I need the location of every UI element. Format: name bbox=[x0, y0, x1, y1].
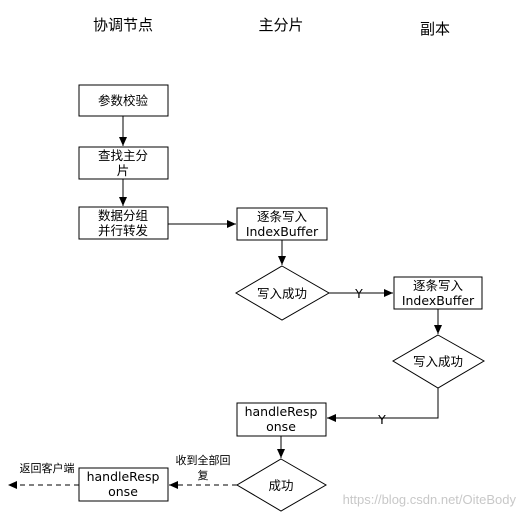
node-forward-line2: 并行转发 bbox=[98, 223, 149, 238]
node-forward-line1: 数据分组 bbox=[98, 208, 148, 223]
node-replica-write-line2: IndexBuffer bbox=[402, 293, 475, 308]
edge-replica-success-back bbox=[327, 388, 439, 422]
node-primary-response-line1: handleResp bbox=[245, 404, 318, 419]
node-replica-success: 写入成功 bbox=[392, 334, 486, 389]
node-primary-success: 写入成功 bbox=[235, 265, 331, 321]
node-replica-success-label: 写入成功 bbox=[413, 354, 463, 369]
node-forward: 数据分组 并行转发 bbox=[78, 206, 169, 240]
edge-label-y-back: Y bbox=[377, 412, 386, 427]
header-primary-shard: 主分片 bbox=[258, 16, 303, 34]
node-primary-write: 逐条写入 IndexBuffer bbox=[236, 207, 328, 241]
node-all-success-label: 成功 bbox=[268, 478, 293, 493]
node-coord-response: handleResp onse bbox=[78, 467, 169, 502]
node-primary-write-line1: 逐条写入 bbox=[257, 209, 308, 224]
node-all-success: 成功 bbox=[236, 458, 327, 512]
node-replica-write-line1: 逐条写入 bbox=[413, 278, 464, 293]
edge-label-return-client: 返回客户端 bbox=[20, 461, 75, 475]
node-find-primary-line2: 片 bbox=[117, 163, 130, 178]
node-coord-response-line1: handleResp bbox=[87, 469, 160, 484]
node-find-primary: 查找主分 片 bbox=[78, 146, 169, 180]
node-primary-success-label: 写入成功 bbox=[257, 286, 307, 301]
edge-label-y-to-replica: Y bbox=[354, 286, 363, 301]
node-find-primary-line1: 查找主分 bbox=[98, 148, 148, 163]
header-replica: 副本 bbox=[420, 20, 450, 38]
edge-label-received-all-line1: 收到全部回 bbox=[176, 453, 231, 467]
watermark: https://blog.csdn.net/OiteBody bbox=[343, 492, 517, 507]
edge-label-received-all-line2: 复 bbox=[198, 468, 209, 482]
node-primary-response: handleResp onse bbox=[236, 402, 327, 437]
node-param-check: 参数校验 bbox=[78, 84, 169, 117]
node-replica-write: 逐条写入 IndexBuffer bbox=[393, 276, 483, 310]
node-primary-write-line2: IndexBuffer bbox=[246, 224, 319, 239]
node-primary-response-line2: onse bbox=[266, 419, 296, 434]
header-coordinator: 协调节点 bbox=[93, 16, 153, 34]
node-coord-response-line2: onse bbox=[108, 484, 138, 499]
node-param-check-label: 参数校验 bbox=[98, 93, 149, 108]
